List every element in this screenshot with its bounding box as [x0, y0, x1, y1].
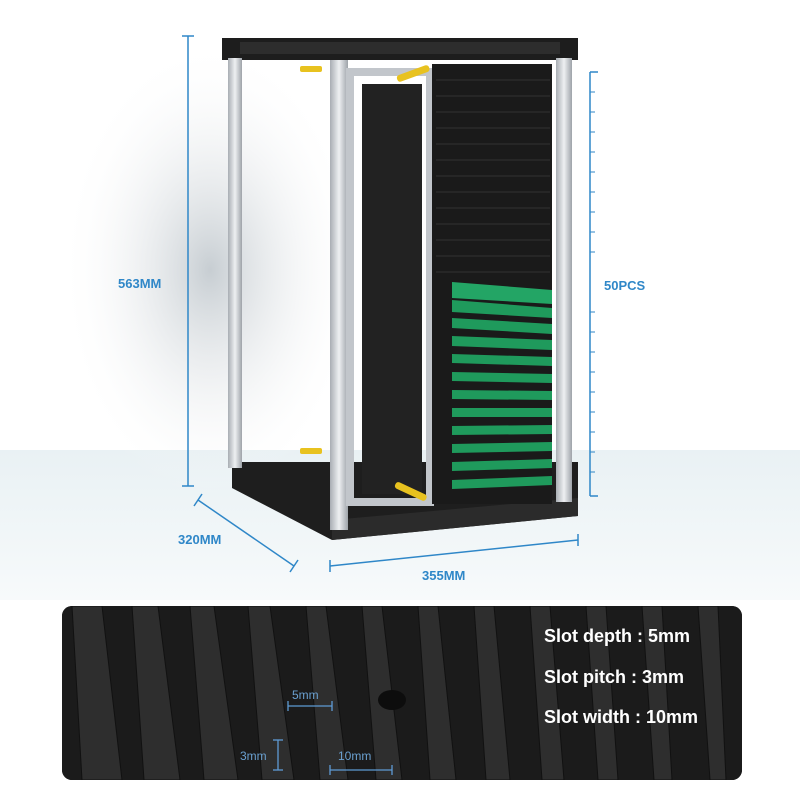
yellow-clamps: [300, 65, 430, 501]
spec-slot-depth: Slot depth : 5mm: [544, 626, 691, 646]
spec-slot-width: Slot width : 10mm: [544, 707, 699, 727]
detail-width-label: 10mm: [338, 749, 372, 763]
wall-shadow: [60, 40, 360, 500]
slide-frame: [346, 68, 434, 506]
height-label: 563MM: [118, 276, 162, 291]
slot-hole: [378, 690, 406, 710]
pcb-boards: [452, 282, 552, 489]
depth-label: 320MM: [178, 532, 222, 547]
capacity-label: 50PCS: [604, 278, 646, 293]
detail-depth-label: 5mm: [292, 688, 319, 702]
post-right: [556, 58, 572, 502]
capacity-ticks: [590, 91, 595, 473]
spec-slot-pitch: Slot pitch : 3mm: [544, 667, 685, 687]
slot-detail-panel: 5mm 3mm 10mm Slot depth : 5mm Slot pitch…: [62, 606, 742, 780]
dimension-lines: [182, 35, 598, 573]
post-back-left: [228, 58, 242, 468]
post-front-left: [330, 60, 348, 530]
detail-dimension-lines: [273, 701, 393, 775]
detail-pitch-label: 3mm: [240, 749, 267, 763]
width-label: 355MM: [422, 568, 466, 583]
slot-column: [432, 64, 552, 504]
slot-closeup: [62, 606, 742, 780]
